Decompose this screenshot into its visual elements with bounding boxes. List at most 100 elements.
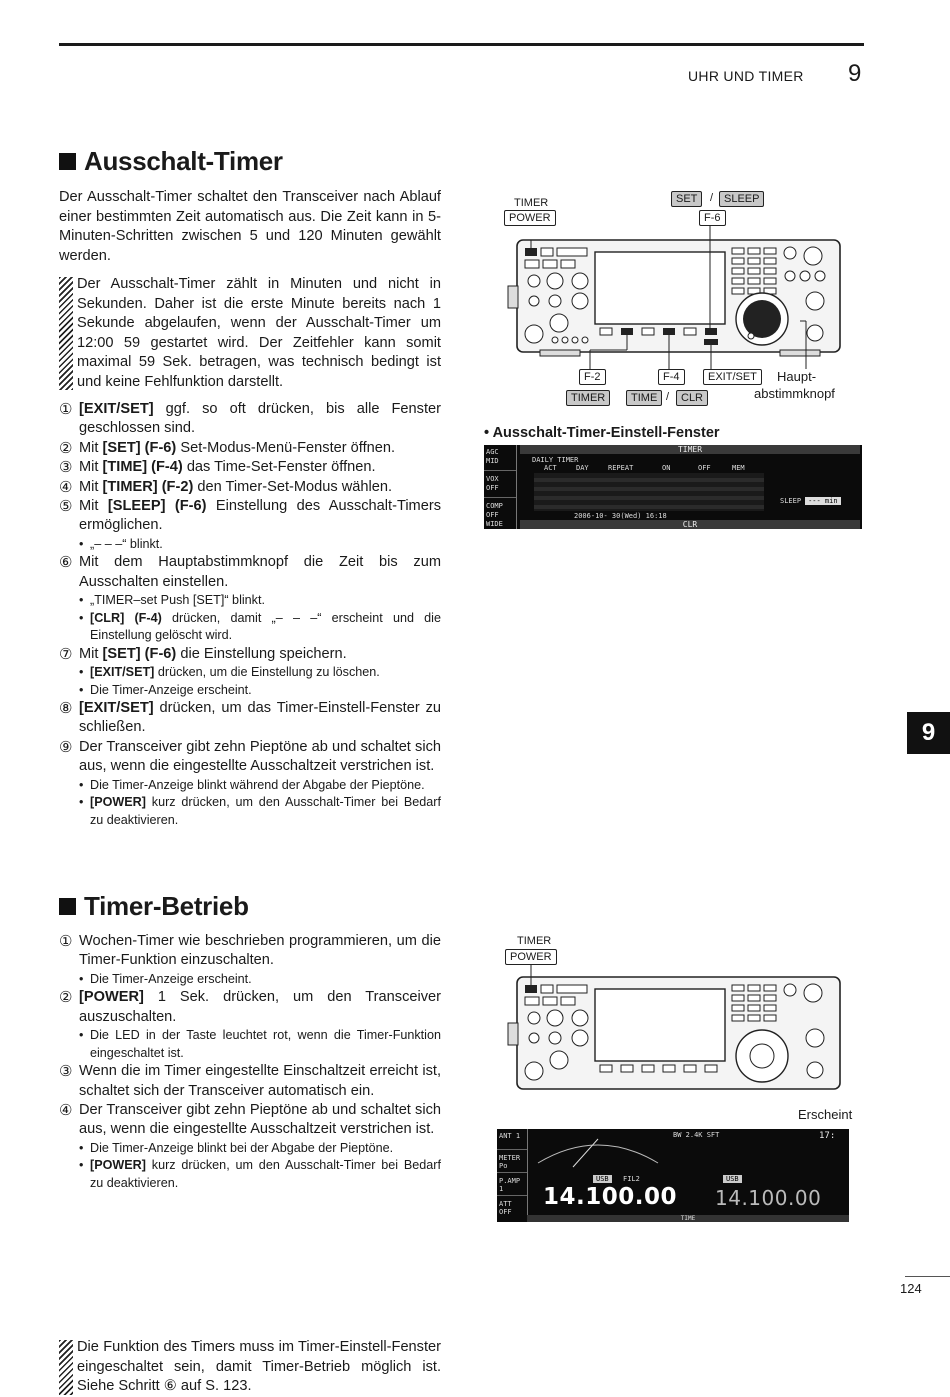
col-mem: MEM bbox=[732, 464, 745, 472]
step-number: ② bbox=[59, 989, 73, 1007]
step-number: ⑤ bbox=[59, 498, 73, 516]
screen-date: 2006-10- 30(Wed) 16:18 bbox=[574, 512, 667, 520]
note-text: Der Ausschalt-Timer zählt in Minuten und… bbox=[77, 276, 441, 390]
section-heading-ausschalt-timer: Ausschalt-Timer bbox=[59, 146, 283, 177]
step-number: ⑨ bbox=[59, 738, 73, 756]
step-text: Wochen-Timer wie beschrieben programmier… bbox=[79, 932, 441, 971]
step-item: ①[EXIT/SET] ggf. so oft drücken, bis all… bbox=[59, 400, 441, 439]
page-number: 124 bbox=[900, 1281, 922, 1296]
step-body: den Timer-Set-Modus wählen. bbox=[193, 478, 393, 495]
step-item: ⑨ Der Transceiver gibt zehn Pieptöne ab u… bbox=[59, 738, 441, 777]
step-item: ④ Mit [TIMER] (F-2) den Timer-Set-Modus w… bbox=[59, 478, 441, 497]
side-pamp: P.AMP 1 bbox=[497, 1173, 527, 1196]
sub-item: •„– – –“ blinkt. bbox=[59, 536, 441, 554]
steps-list-1: ①[EXIT/SET] ggf. so oft drücken, bis all… bbox=[59, 400, 441, 829]
sub-key: [POWER] bbox=[90, 1158, 146, 1173]
mode2-badge: USB bbox=[723, 1175, 742, 1183]
sub-text: Die Timer-Anzeige erscheint. bbox=[90, 971, 441, 989]
step-key: [TIMER] (F-2) bbox=[102, 478, 194, 495]
note-text: Die Funktion des Timers muss im Timer-Ei… bbox=[77, 1339, 441, 1394]
step-number: ② bbox=[59, 439, 73, 457]
step-body: Einstellung des Ausschalt-Timers ermögli… bbox=[79, 498, 441, 534]
step-body: Wenn die im Timer eingestellte Einschalt… bbox=[79, 1063, 441, 1099]
sub-body: Die Timer-Anzeige erscheint. bbox=[90, 971, 252, 986]
sub-text: [EXIT/SET] drücken, um die Einstellung z… bbox=[90, 664, 441, 682]
bw-readout: BW 2.4K SFT bbox=[673, 1131, 720, 1139]
time-key-bar: TIME bbox=[527, 1215, 849, 1222]
step-key: [SET] (F-6) bbox=[102, 439, 177, 456]
sub-text: Die Timer-Anzeige blinkt während der Abg… bbox=[90, 777, 441, 795]
bullet-icon: • bbox=[79, 1158, 84, 1173]
timer-label: TIMER bbox=[514, 197, 549, 209]
sub-text: [CLR] (F-4) drücken, damit „– – –“ ersch… bbox=[90, 610, 441, 645]
exitset-key-label: EXIT/SET bbox=[703, 369, 762, 385]
step-body: drücken, um das Timer-Einstell-Fenster z… bbox=[79, 700, 441, 736]
sleep-value: --- min bbox=[805, 497, 841, 505]
step-key: [SET] (F-6) bbox=[102, 645, 177, 662]
bullet-icon: • bbox=[79, 795, 84, 810]
col-on: ON bbox=[662, 464, 671, 472]
timer-settings-screen: AGC MID VOX OFF COMP OFF WIDE TIMER DAIL… bbox=[484, 445, 862, 529]
sleep-label: SLEEP bbox=[780, 497, 802, 505]
step-body: ggf. so oft drücken, bis alle Fenster ge… bbox=[79, 401, 441, 437]
sub-text: [POWER] kurz drücken, um den Ausschalt-T… bbox=[90, 794, 441, 829]
step-body: Mit dem Hauptabstimmknopf die Zeit bis z… bbox=[79, 554, 441, 590]
side-meter: METER Po bbox=[497, 1150, 527, 1173]
step-key: [EXIT/SET] bbox=[79, 401, 154, 417]
bullet-icon: • bbox=[79, 777, 84, 792]
sub-text: „– – –“ blinkt. bbox=[90, 536, 441, 554]
step-item: ⑧[EXIT/SET] drücken, um das Timer-Einste… bbox=[59, 699, 441, 738]
sub-body: drücken, damit „– – –“ erscheint und die… bbox=[90, 610, 441, 643]
bullet-icon: • bbox=[79, 610, 84, 625]
sub-item: •[EXIT/SET] drücken, um die Einstellung … bbox=[59, 664, 441, 682]
sub-body: Die Timer-Anzeige blinkt während der Abg… bbox=[90, 777, 425, 792]
power-key-label-2: POWER bbox=[505, 949, 557, 965]
sub-body: kurz drücken, um den Ausschalt-Timer bei… bbox=[90, 795, 441, 827]
bullet-icon: • bbox=[79, 682, 84, 697]
sub-key: [EXIT/SET] bbox=[90, 665, 155, 680]
sub-item: •Die LED in der Taste leuchtet rot, wenn… bbox=[59, 1027, 441, 1062]
side-comp: COMP OFF WIDE bbox=[486, 502, 503, 528]
sub-key: [POWER] bbox=[90, 795, 146, 810]
step-body: 1 Sek. drücken, um den Transceiver auszu… bbox=[79, 989, 441, 1025]
section-title: Ausschalt-Timer bbox=[84, 146, 283, 176]
bullet-icon: • bbox=[79, 1140, 84, 1155]
step-text: [EXIT/SET] ggf. so oft drücken, bis alle… bbox=[79, 400, 441, 439]
step-body: Der Transceiver gibt zehn Pieptöne ab un… bbox=[79, 738, 441, 775]
screen-clr-key: CLR bbox=[520, 520, 860, 529]
sub-body: „– – –“ blinkt. bbox=[90, 536, 163, 551]
step-text: Mit [SLEEP] (F-6) Einstellung des Aussch… bbox=[79, 497, 441, 536]
power-key-label: POWER bbox=[504, 210, 556, 226]
step-item: ③ Wenn die im Timer eingestellte Einschal… bbox=[59, 1062, 441, 1101]
step-number: ③ bbox=[59, 1063, 73, 1081]
step-body: Wochen-Timer wie beschrieben programmier… bbox=[79, 933, 441, 969]
side-att: ATT OFF bbox=[499, 1200, 512, 1216]
sub-text: Die Timer-Anzeige blinkt bei der Abgabe … bbox=[90, 1140, 441, 1158]
step-number: ③ bbox=[59, 459, 73, 477]
side-agc: AGC MID bbox=[484, 445, 516, 471]
step-body: Der Transceiver gibt zehn Pieptöne ab un… bbox=[79, 1101, 441, 1138]
knob-label-line2: abstimmknopf bbox=[754, 386, 835, 401]
step-text: Mit [SET] (F-6) die Einstellung speicher… bbox=[79, 645, 441, 664]
step-item: ⑤ Mit [SLEEP] (F-6) Einstellung des Aussc… bbox=[59, 497, 441, 536]
step-number: ④ bbox=[59, 478, 73, 496]
step-text: Mit [TIMER] (F-2) den Timer-Set-Modus wä… bbox=[79, 478, 441, 497]
sub-item: • [POWER] kurz drücken, um den Ausschalt-… bbox=[59, 794, 441, 829]
step-prefix: Mit bbox=[79, 478, 103, 495]
clr-key-label: CLR bbox=[676, 390, 709, 406]
meter-arc-icon bbox=[537, 1138, 659, 1168]
sleep-row: SLEEP --- min bbox=[780, 497, 841, 505]
note-block-2: Die Funktion des Timers muss im Timer-Ei… bbox=[59, 1338, 441, 1397]
fil-readout: FIL2 bbox=[623, 1175, 640, 1183]
screen-title: TIMER bbox=[520, 445, 860, 454]
square-bullet-icon bbox=[59, 153, 76, 170]
f2-key-label: F-2 bbox=[579, 369, 606, 385]
chapter-number: 9 bbox=[848, 60, 862, 87]
step-text: Der Transceiver gibt zehn Pieptöne ab un… bbox=[79, 1101, 441, 1140]
set-key-label: SET bbox=[671, 191, 703, 207]
col-act: ACT bbox=[544, 464, 557, 472]
